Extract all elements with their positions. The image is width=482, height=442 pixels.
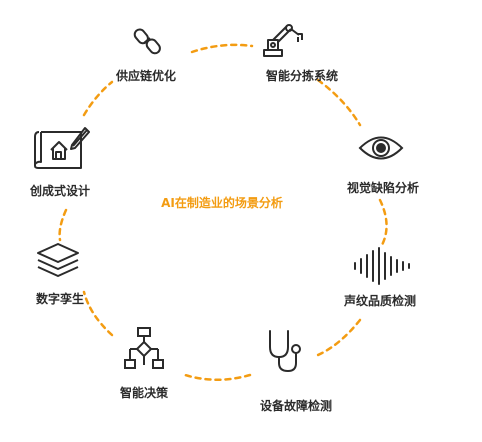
- center-title: AI在制造业的场景分析: [161, 196, 283, 210]
- robot-arm-icon: [262, 20, 308, 60]
- sound-wave-icon: [352, 247, 412, 285]
- node-label-digital-twin: 数字孪生: [35, 292, 85, 306]
- chain-link-icon: [133, 26, 163, 58]
- layers-icon: [36, 242, 80, 278]
- node-label-equipment-fault: 设备故障检测: [259, 399, 333, 413]
- node-label-smart-decision: 智能决策: [119, 386, 169, 400]
- node-label-supply-chain: 供应链优化: [115, 69, 177, 83]
- eye-icon: [358, 133, 404, 163]
- flowchart-icon: [124, 327, 164, 373]
- node-label-acoustic-quality: 声纹品质检测: [343, 294, 417, 308]
- blueprint-house-icon: [33, 126, 91, 170]
- node-label-generative-design: 创成式设计: [29, 184, 91, 198]
- stethoscope-icon: [266, 329, 306, 373]
- node-label-visual-defect: 视觉缺陷分析: [346, 181, 420, 195]
- node-label-sorting-system: 智能分拣系统: [265, 69, 339, 83]
